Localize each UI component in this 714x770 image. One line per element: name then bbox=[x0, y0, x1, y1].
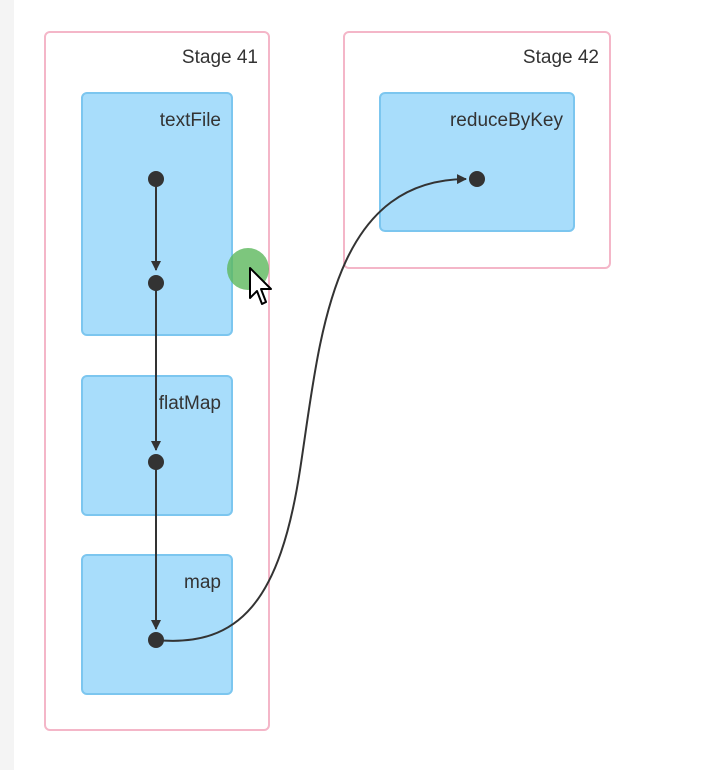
rdd-flatmap-label: flatMap bbox=[158, 393, 221, 414]
stage-42-box[interactable]: Stage 42 bbox=[343, 31, 611, 269]
node-flatmap[interactable] bbox=[148, 454, 164, 470]
edge-map-to-reducebykey bbox=[155, 174, 467, 642]
stage-42-label: Stage 42 bbox=[522, 47, 599, 68]
node-textfile-2[interactable] bbox=[148, 275, 164, 291]
node-textfile-1[interactable] bbox=[148, 171, 164, 187]
node-reducebykey[interactable] bbox=[469, 171, 485, 187]
mouse-pointer bbox=[226, 246, 276, 310]
rdd-reducebykey-box[interactable]: reduceByKey bbox=[379, 92, 575, 232]
rdd-map-label: map bbox=[184, 572, 221, 593]
left-gutter bbox=[0, 0, 14, 770]
mouse-pointer-icon bbox=[227, 248, 272, 305]
rdd-textfile-label: textFile bbox=[159, 110, 221, 131]
node-map[interactable] bbox=[148, 632, 164, 648]
stage-41-label: Stage 41 bbox=[181, 47, 258, 68]
stage-41-box[interactable]: Stage 41 bbox=[44, 31, 270, 731]
rdd-reducebykey-label: reduceByKey bbox=[449, 110, 563, 131]
